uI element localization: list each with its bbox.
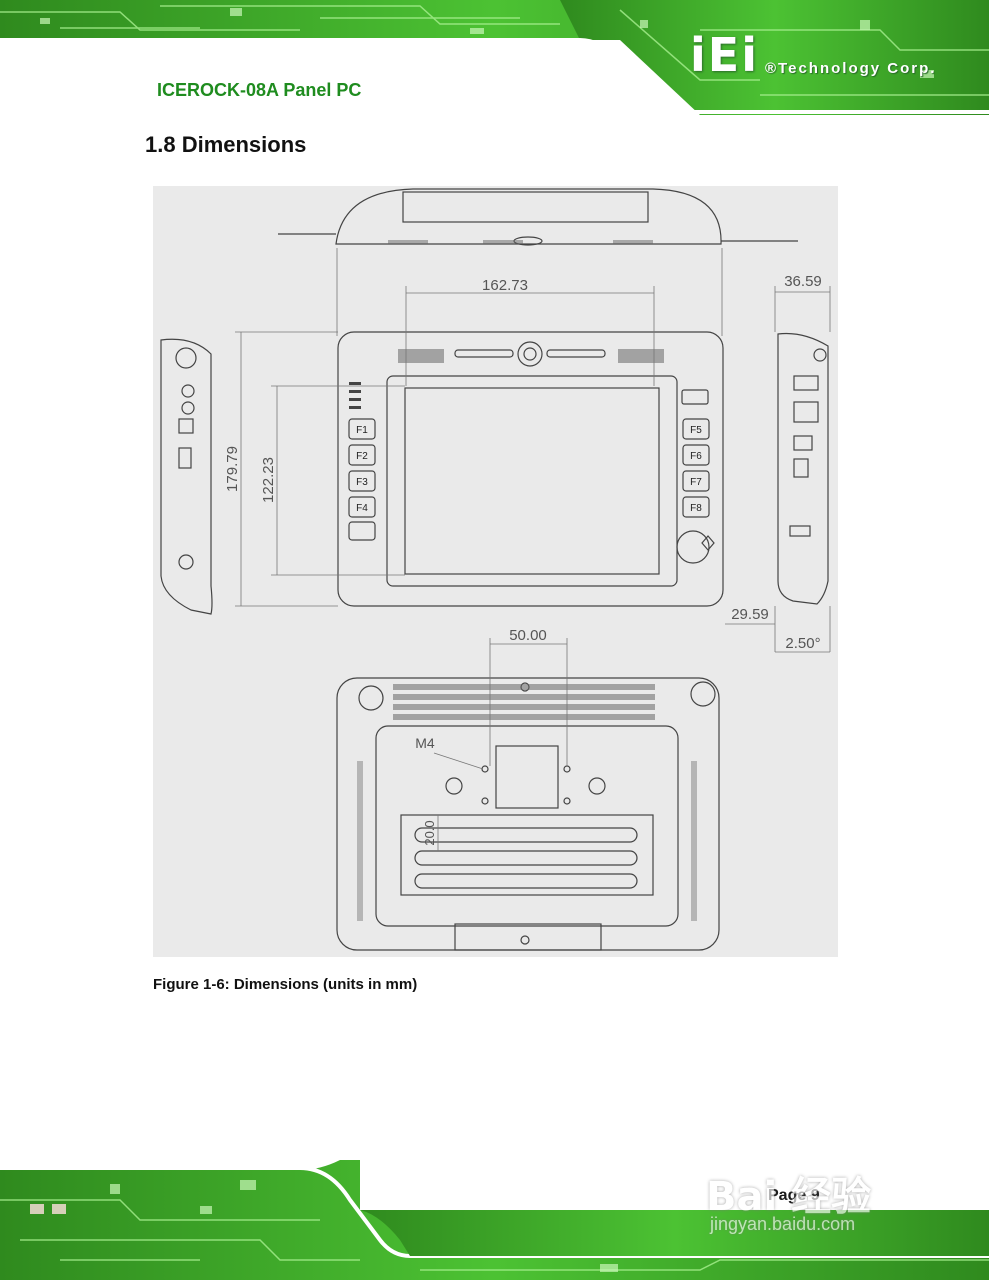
function-key-f8: F8 (682, 496, 710, 518)
page-number: Page 9 (768, 1187, 820, 1204)
function-key-f6: F6 (682, 444, 710, 466)
front-view (337, 331, 724, 607)
dim-overall-height: 179.79 (224, 446, 241, 492)
dim-screw-label: M4 (415, 735, 435, 751)
function-key-label: F8 (690, 503, 702, 514)
function-key-label: F6 (690, 451, 702, 462)
header-circuit-banner (0, 0, 989, 115)
function-key-f7: F7 (682, 470, 710, 492)
logo-mark: iEi (690, 28, 759, 82)
baidu-watermark: Bai 经验 jingyan.baidu.com (700, 1130, 960, 1240)
figure-caption: Figure 1-6: Dimensions (units in mm) (153, 976, 418, 993)
function-key-label: F2 (356, 451, 368, 462)
function-key-f5: F5 (682, 418, 710, 440)
function-key-label: F3 (356, 477, 368, 488)
document-title: ICEROCK-08A Panel PC (157, 80, 362, 100)
dim-screen-height: 122.23 (260, 457, 277, 503)
function-key-label: F1 (356, 425, 368, 436)
section-heading: 1.8 Dimensions (145, 132, 307, 157)
watermark-site: jingyan.baidu.com (710, 1214, 856, 1234)
rear-view (336, 677, 720, 951)
function-key-label: F4 (356, 503, 368, 514)
logo-company-text: ®Technology Corp. (765, 60, 937, 77)
dim-tilt-angle: 2.50° (785, 635, 820, 652)
top-view (278, 188, 798, 246)
right-side-view (777, 332, 829, 605)
dim-vesa-spacing: 50.00 (509, 627, 547, 644)
footer-circuit-banner (0, 1160, 989, 1280)
function-key-label: F5 (690, 425, 702, 436)
dim-stand-height: 20.0 (422, 820, 437, 845)
dim-top-width: 162.73 (482, 277, 528, 294)
dim-bottom-depth: 29.59 (731, 606, 769, 623)
dim-side-depth: 36.59 (784, 273, 822, 290)
function-key-f4: F4 (348, 496, 376, 518)
function-key-f2: F2 (348, 444, 376, 466)
watermark-brand: Bai 经验 (706, 1174, 872, 1220)
function-key-label: F7 (690, 477, 702, 488)
left-side-view (160, 338, 213, 615)
iei-logo: iEi ®Technology Corp. (690, 28, 970, 88)
function-key-f1: F1 (348, 418, 376, 440)
dimensions-figure: 162.73 36.59 179.79 122.23 29.59 2.50° 5… (153, 186, 838, 957)
function-key-f3: F3 (348, 470, 376, 492)
dimension-drawing: 162.73 36.59 179.79 122.23 29.59 2.50° 5… (160, 188, 831, 951)
